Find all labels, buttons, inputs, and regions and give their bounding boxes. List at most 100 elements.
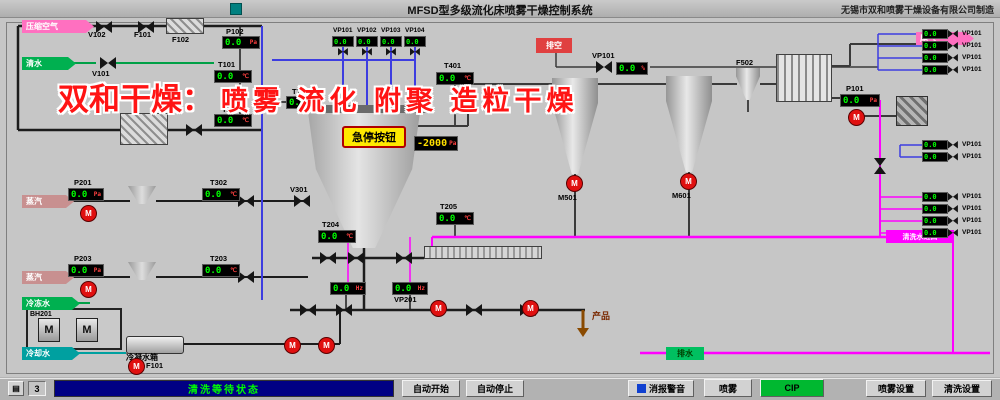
display-bank-top-2: 0.0 bbox=[922, 41, 948, 51]
display-bank-bot-3: 0.0 bbox=[922, 216, 948, 226]
pump-condensate-1[interactable]: M bbox=[284, 337, 301, 354]
bed1-value: 0.0 bbox=[333, 283, 350, 294]
label-f102: F102 bbox=[172, 35, 190, 44]
display-t101: 0.0 ℃ bbox=[214, 70, 252, 83]
p203-unit: Pa bbox=[93, 267, 101, 274]
cip-button[interactable]: CIP bbox=[760, 379, 824, 397]
t302-value: 0.0 bbox=[205, 189, 222, 200]
chamber-pressure-value: -2000 bbox=[417, 138, 448, 149]
label-bh201: BH201 bbox=[30, 311, 52, 318]
pump-m601[interactable]: M bbox=[680, 173, 697, 190]
p101-unit: Pa bbox=[869, 97, 877, 104]
t202-value: 0.0 bbox=[289, 97, 306, 108]
valve-vp104[interactable] bbox=[410, 48, 420, 56]
label-v101: V101 bbox=[92, 69, 110, 78]
label-m501: M501 bbox=[558, 193, 577, 202]
valve-bed-3[interactable] bbox=[396, 252, 412, 264]
label-vp201: VP201 bbox=[394, 295, 417, 304]
valve-bank-top-1[interactable] bbox=[948, 30, 958, 38]
valve-manifold-1[interactable] bbox=[300, 304, 316, 316]
blower-motor-2[interactable]: M bbox=[76, 318, 98, 342]
condensate-tank bbox=[126, 336, 184, 354]
emergency-stop-button[interactable]: 急停按钮 bbox=[342, 126, 406, 148]
label-v301: V301 bbox=[290, 185, 308, 194]
label-bank-bot-4: VP101 bbox=[962, 229, 982, 236]
bank-top-3-value: 0.0 bbox=[924, 54, 937, 62]
t101-value: 0.0 bbox=[217, 71, 234, 82]
vent-label: 排空 bbox=[536, 38, 572, 53]
valve-row1[interactable] bbox=[238, 195, 254, 207]
pump-p101[interactable]: M bbox=[848, 109, 865, 126]
valve-vp101[interactable] bbox=[338, 48, 348, 56]
mute-alarm-button[interactable]: 消报警音 bbox=[628, 380, 694, 397]
pump-p201[interactable]: M bbox=[80, 205, 97, 222]
product-arrow-icon bbox=[577, 328, 589, 337]
valve-bank-top-4[interactable] bbox=[948, 66, 958, 74]
display-bed1: 0.0 Hz bbox=[330, 282, 366, 295]
pump-condensate-2[interactable]: M bbox=[318, 337, 335, 354]
product-label: 产品 bbox=[592, 311, 611, 321]
vp101b-unit: % bbox=[641, 65, 645, 72]
vp101-value: 0.0 bbox=[334, 37, 347, 46]
display-bank-mid-2: 0.0 bbox=[922, 152, 948, 162]
valve-v301[interactable] bbox=[294, 195, 310, 207]
label-t205: T205 bbox=[440, 202, 458, 211]
valve-cip-riser[interactable] bbox=[874, 158, 886, 174]
pump-discharge-2[interactable]: M bbox=[522, 300, 539, 317]
valve-hot-air[interactable] bbox=[186, 124, 202, 136]
auto-stop-button[interactable]: 自动停止 bbox=[466, 380, 524, 397]
valve-bank-top-2[interactable] bbox=[948, 42, 958, 50]
t101-unit: ℃ bbox=[242, 73, 249, 80]
t205-unit: ℃ bbox=[464, 215, 471, 222]
valve-row2[interactable] bbox=[238, 271, 254, 283]
spray-settings-button[interactable]: 喷雾设置 bbox=[866, 380, 926, 397]
valve-bank-mid-2[interactable] bbox=[948, 153, 958, 161]
label-t302: T302 bbox=[210, 178, 228, 187]
drain-label: 排水 bbox=[666, 347, 704, 360]
valve-bank-bot-3[interactable] bbox=[948, 217, 958, 225]
blower-motor-1[interactable]: M bbox=[38, 318, 60, 342]
pump-p203[interactable]: M bbox=[80, 281, 97, 298]
p102-value: 0.0 bbox=[225, 37, 242, 48]
auto-start-button[interactable]: 自动开始 bbox=[402, 380, 460, 397]
display-chamber-pressure: -2000 Pa bbox=[414, 136, 458, 151]
valve-manifold-2[interactable] bbox=[336, 304, 352, 316]
nav-icon-button[interactable]: ▤ bbox=[8, 381, 24, 396]
valve-bank-bot-2[interactable] bbox=[948, 205, 958, 213]
display-t205: 0.0℃ bbox=[436, 212, 474, 225]
bank-top-2-value: 0.0 bbox=[924, 42, 937, 50]
display-bank-mid-1: 0.0 bbox=[922, 140, 948, 150]
display-vp101b: 0.0% bbox=[616, 62, 648, 75]
valve-bed-2[interactable] bbox=[348, 252, 364, 264]
clean-settings-button[interactable]: 清洗设置 bbox=[932, 380, 992, 397]
label-condensate-tank: 冷凝水箱 bbox=[126, 353, 158, 362]
label-bank-mid-2: VP101 bbox=[962, 153, 982, 160]
vp104-value: 0.0 bbox=[406, 37, 419, 46]
valve-vp101b[interactable] bbox=[596, 61, 612, 73]
pump-discharge-1[interactable]: M bbox=[430, 300, 447, 317]
spray-button[interactable]: 喷雾 bbox=[704, 379, 752, 397]
label-vp102: VP102 bbox=[357, 27, 377, 34]
label-p101: P101 bbox=[846, 84, 864, 93]
valve-v101[interactable] bbox=[100, 57, 116, 69]
bank-top-1-value: 0.0 bbox=[924, 30, 937, 38]
valve-bank-bot-1[interactable] bbox=[948, 193, 958, 201]
t202-unit: ℃ bbox=[312, 99, 319, 106]
exhaust-condenser bbox=[776, 54, 832, 102]
label-bank-top-1: VP101 bbox=[962, 30, 982, 37]
valve-bed-1[interactable] bbox=[320, 252, 336, 264]
display-bank-bot-1: 0.0 bbox=[922, 192, 948, 202]
pump-m501[interactable]: M bbox=[566, 175, 583, 192]
valve-manifold-3[interactable] bbox=[466, 304, 482, 316]
bed1-unit: Hz bbox=[355, 285, 363, 292]
pump-f101b[interactable]: M bbox=[128, 358, 145, 375]
label-f502: F502 bbox=[736, 58, 754, 67]
valve-vp102[interactable] bbox=[362, 48, 372, 56]
valve-bank-top-3[interactable] bbox=[948, 54, 958, 62]
valve-vp103[interactable] bbox=[386, 48, 396, 56]
label-vp101: VP101 bbox=[333, 27, 353, 34]
arrow-compressed-air: 压缩空气 bbox=[22, 20, 94, 33]
valve-bank-mid-1[interactable] bbox=[948, 141, 958, 149]
valve-bank-bot-4[interactable] bbox=[948, 229, 958, 237]
